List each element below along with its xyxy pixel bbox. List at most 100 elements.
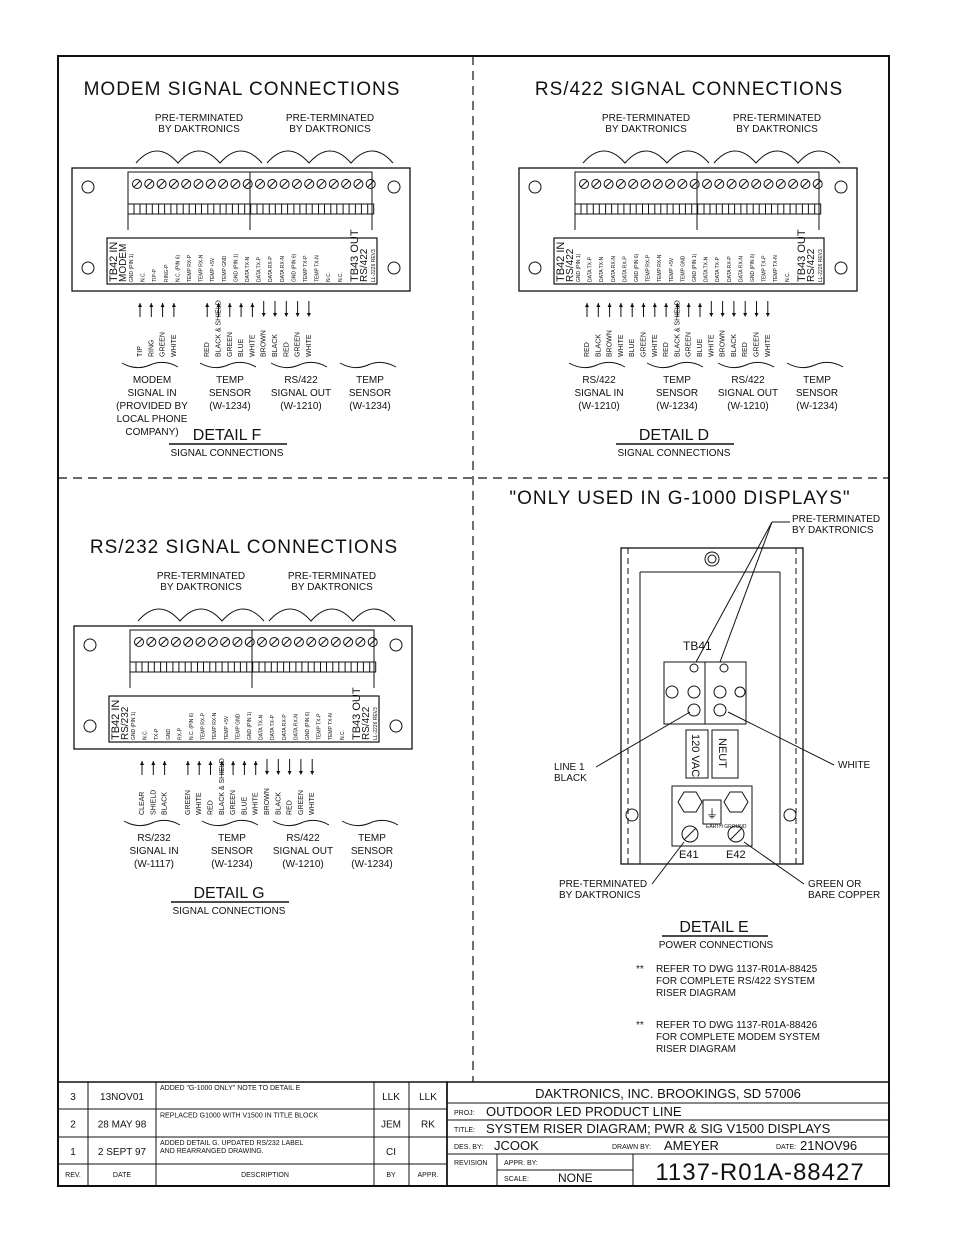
modem-pin-label: GND (PIN 6) <box>291 253 297 282</box>
modem-pin-label: DATA RX-P <box>268 256 274 282</box>
terminal-screw-icon <box>281 637 292 647</box>
rev-description: ADDED DETAIL G. UPDATED RS/232 LABEL <box>160 1140 304 1147</box>
terminal-screw-icon <box>714 179 725 189</box>
rev-appr: LLK <box>419 1092 437 1103</box>
modem-wire-label: BROWN <box>261 330 268 357</box>
rs422-wire-label: BROWN <box>720 330 727 357</box>
rs232-group-label: (W-1234) <box>351 859 393 870</box>
rev-date: 28 MAY 98 <box>98 1120 147 1131</box>
terminal-screw-icon <box>738 179 749 189</box>
line1-color: BLACK <box>554 773 587 784</box>
modem-pin-label: RING-P <box>164 264 170 282</box>
rs232-wire-label: RED <box>287 800 294 815</box>
terminal-screw-icon <box>244 637 255 647</box>
terminal-screw-icon <box>316 179 327 189</box>
modem-pin-label: DATA TX-P <box>257 256 263 282</box>
modem-preterm-0-b: BY DAKTRONICS <box>158 124 240 135</box>
terminal-screw-icon <box>170 637 181 647</box>
rs422-pin-label: TEMP TX-P <box>762 255 768 282</box>
note-mark: ** <box>636 964 644 975</box>
rev-by: CI <box>386 1147 396 1158</box>
note-line: REFER TO DWG 1137-R01A-88425 <box>656 964 818 975</box>
modem-wire-label: GREEN <box>295 332 302 357</box>
terminal-screw-icon <box>702 179 712 189</box>
rs232-wire-label: BLACK <box>162 792 169 815</box>
rev-date: 13NOV01 <box>100 1092 144 1103</box>
rs232-tb-left-sub: RS/232 <box>120 706 131 740</box>
rs232-preterm-0-a: PRE-TERMINATED <box>157 571 245 582</box>
rs232-pin-label: DATA RX-P <box>282 714 288 740</box>
rs422-group-label: RS/422 <box>731 375 765 386</box>
rs232-pin-label: TEMP RX-P <box>201 712 207 740</box>
rs422-wire-label: RED <box>663 342 670 357</box>
rs422-pin-label: TEMP RX-N <box>657 254 663 282</box>
modem-tb-left-sub: MODEM <box>118 244 129 282</box>
rs232-wire-label: BLUE <box>241 796 248 815</box>
modem-tb-right: TB43 OUT <box>349 229 361 282</box>
modem-preterm-1-b: BY DAKTRONICS <box>289 124 371 135</box>
mount-hole-icon <box>834 261 848 275</box>
rs422-pin-label: DATA TX-N <box>599 256 605 282</box>
rs232-preterm-1-a: PRE-TERMINATED <box>288 571 376 582</box>
note-line: REFER TO DWG 1137-R01A-88426 <box>656 1020 818 1031</box>
rev-header-appr: APPR. <box>417 1172 438 1179</box>
terminal-screw-icon <box>355 637 366 647</box>
rs422-pin-label: DATA RX-P <box>622 256 628 282</box>
terminal-screw-icon <box>293 637 304 647</box>
rs422-group-label: (W-1234) <box>796 401 838 412</box>
rev-by: LLK <box>382 1092 400 1103</box>
rs422-pin-label: TEMP RX-P <box>646 254 652 282</box>
proj-label: PROJ: <box>454 1110 475 1117</box>
rs232-wire-label: GREEN <box>230 790 237 815</box>
terminal-screw-icon <box>269 637 280 647</box>
rs422-wire-label: GREEN <box>754 332 761 357</box>
rs232-group-label: SENSOR <box>211 846 253 857</box>
rs422-panel: RS/422 SIGNAL CONNECTIONSPRE-TERMINATEDB… <box>518 79 858 459</box>
modem-wire-label: GREEN <box>160 332 167 357</box>
rs232-wire-label: CLEAR <box>139 792 146 815</box>
modem-detail-subtitle: SIGNAL CONNECTIONS <box>171 448 284 459</box>
terminal-screw-icon <box>318 637 329 647</box>
rs232-pin-label: DATA TX-P <box>270 714 276 740</box>
rs232-heading: RS/232 SIGNAL CONNECTIONS <box>90 537 398 558</box>
terminal-screw-icon <box>183 637 194 647</box>
terminal-screw-icon <box>132 179 142 189</box>
rs232-tb-left: TB42 IN <box>110 700 122 740</box>
modem-tb-right-sub: RS/422 <box>359 248 370 282</box>
terminal-screw-icon <box>218 179 229 189</box>
line1-label: LINE 1 <box>554 762 585 773</box>
des-value: JCOOK <box>494 1138 539 1153</box>
copper-label: BARE COPPER <box>808 890 880 901</box>
drawn-value: AMEYER <box>664 1138 719 1153</box>
svg-text:⏚: ⏚ <box>706 807 718 821</box>
rs232-panel: RS/232 SIGNAL CONNECTIONS PRE-TERMINATED B… <box>73 537 413 917</box>
rs422-pin-label: TEMP GND <box>680 255 686 282</box>
rs232-pin-label: N.C. <box>340 730 346 740</box>
rs232-group-label: (W-1210) <box>282 859 324 870</box>
modem-pin-label: TEMP RX-N <box>199 254 205 282</box>
rs422-preterm-0-a: PRE-TERMINATED <box>602 113 690 124</box>
rev-header-date: DATE <box>113 1172 131 1179</box>
terminal-screw-icon <box>205 179 216 189</box>
mount-hole-icon <box>528 180 542 194</box>
rs422-pin-label: TEMP TX-N <box>773 255 779 282</box>
rs232-group-label: SIGNAL OUT <box>273 846 333 857</box>
modem-pin-label: TEMP TX-P <box>303 255 309 282</box>
terminal-screw-icon <box>134 637 144 647</box>
modem-preterm-1-a: PRE-TERMINATED <box>286 113 374 124</box>
terminal-screw-icon <box>207 637 218 647</box>
terminal-screw-icon <box>800 179 811 189</box>
rs422-tb-right-sub: RS/422 <box>806 248 817 282</box>
modem-wire-label: RED <box>283 342 290 357</box>
rev-description: ADDED "G-1000 ONLY" NOTE TO DETAIL E <box>160 1085 301 1092</box>
modem-group-label: COMPANY) <box>125 427 178 438</box>
rev-date: 2 SEPT 97 <box>98 1147 147 1158</box>
modem-wire-label: TIP <box>137 346 144 357</box>
e42-label: E42 <box>726 849 746 861</box>
green-label: GREEN OR <box>808 879 861 890</box>
mount-hole-icon <box>387 180 401 194</box>
terminal-screw-icon <box>195 637 206 647</box>
rs232-group-label: (W-1234) <box>211 859 253 870</box>
modem-group-label: (W-1234) <box>349 401 391 412</box>
note-line: FOR COMPLETE MODEM SYSTEM <box>656 1032 820 1043</box>
